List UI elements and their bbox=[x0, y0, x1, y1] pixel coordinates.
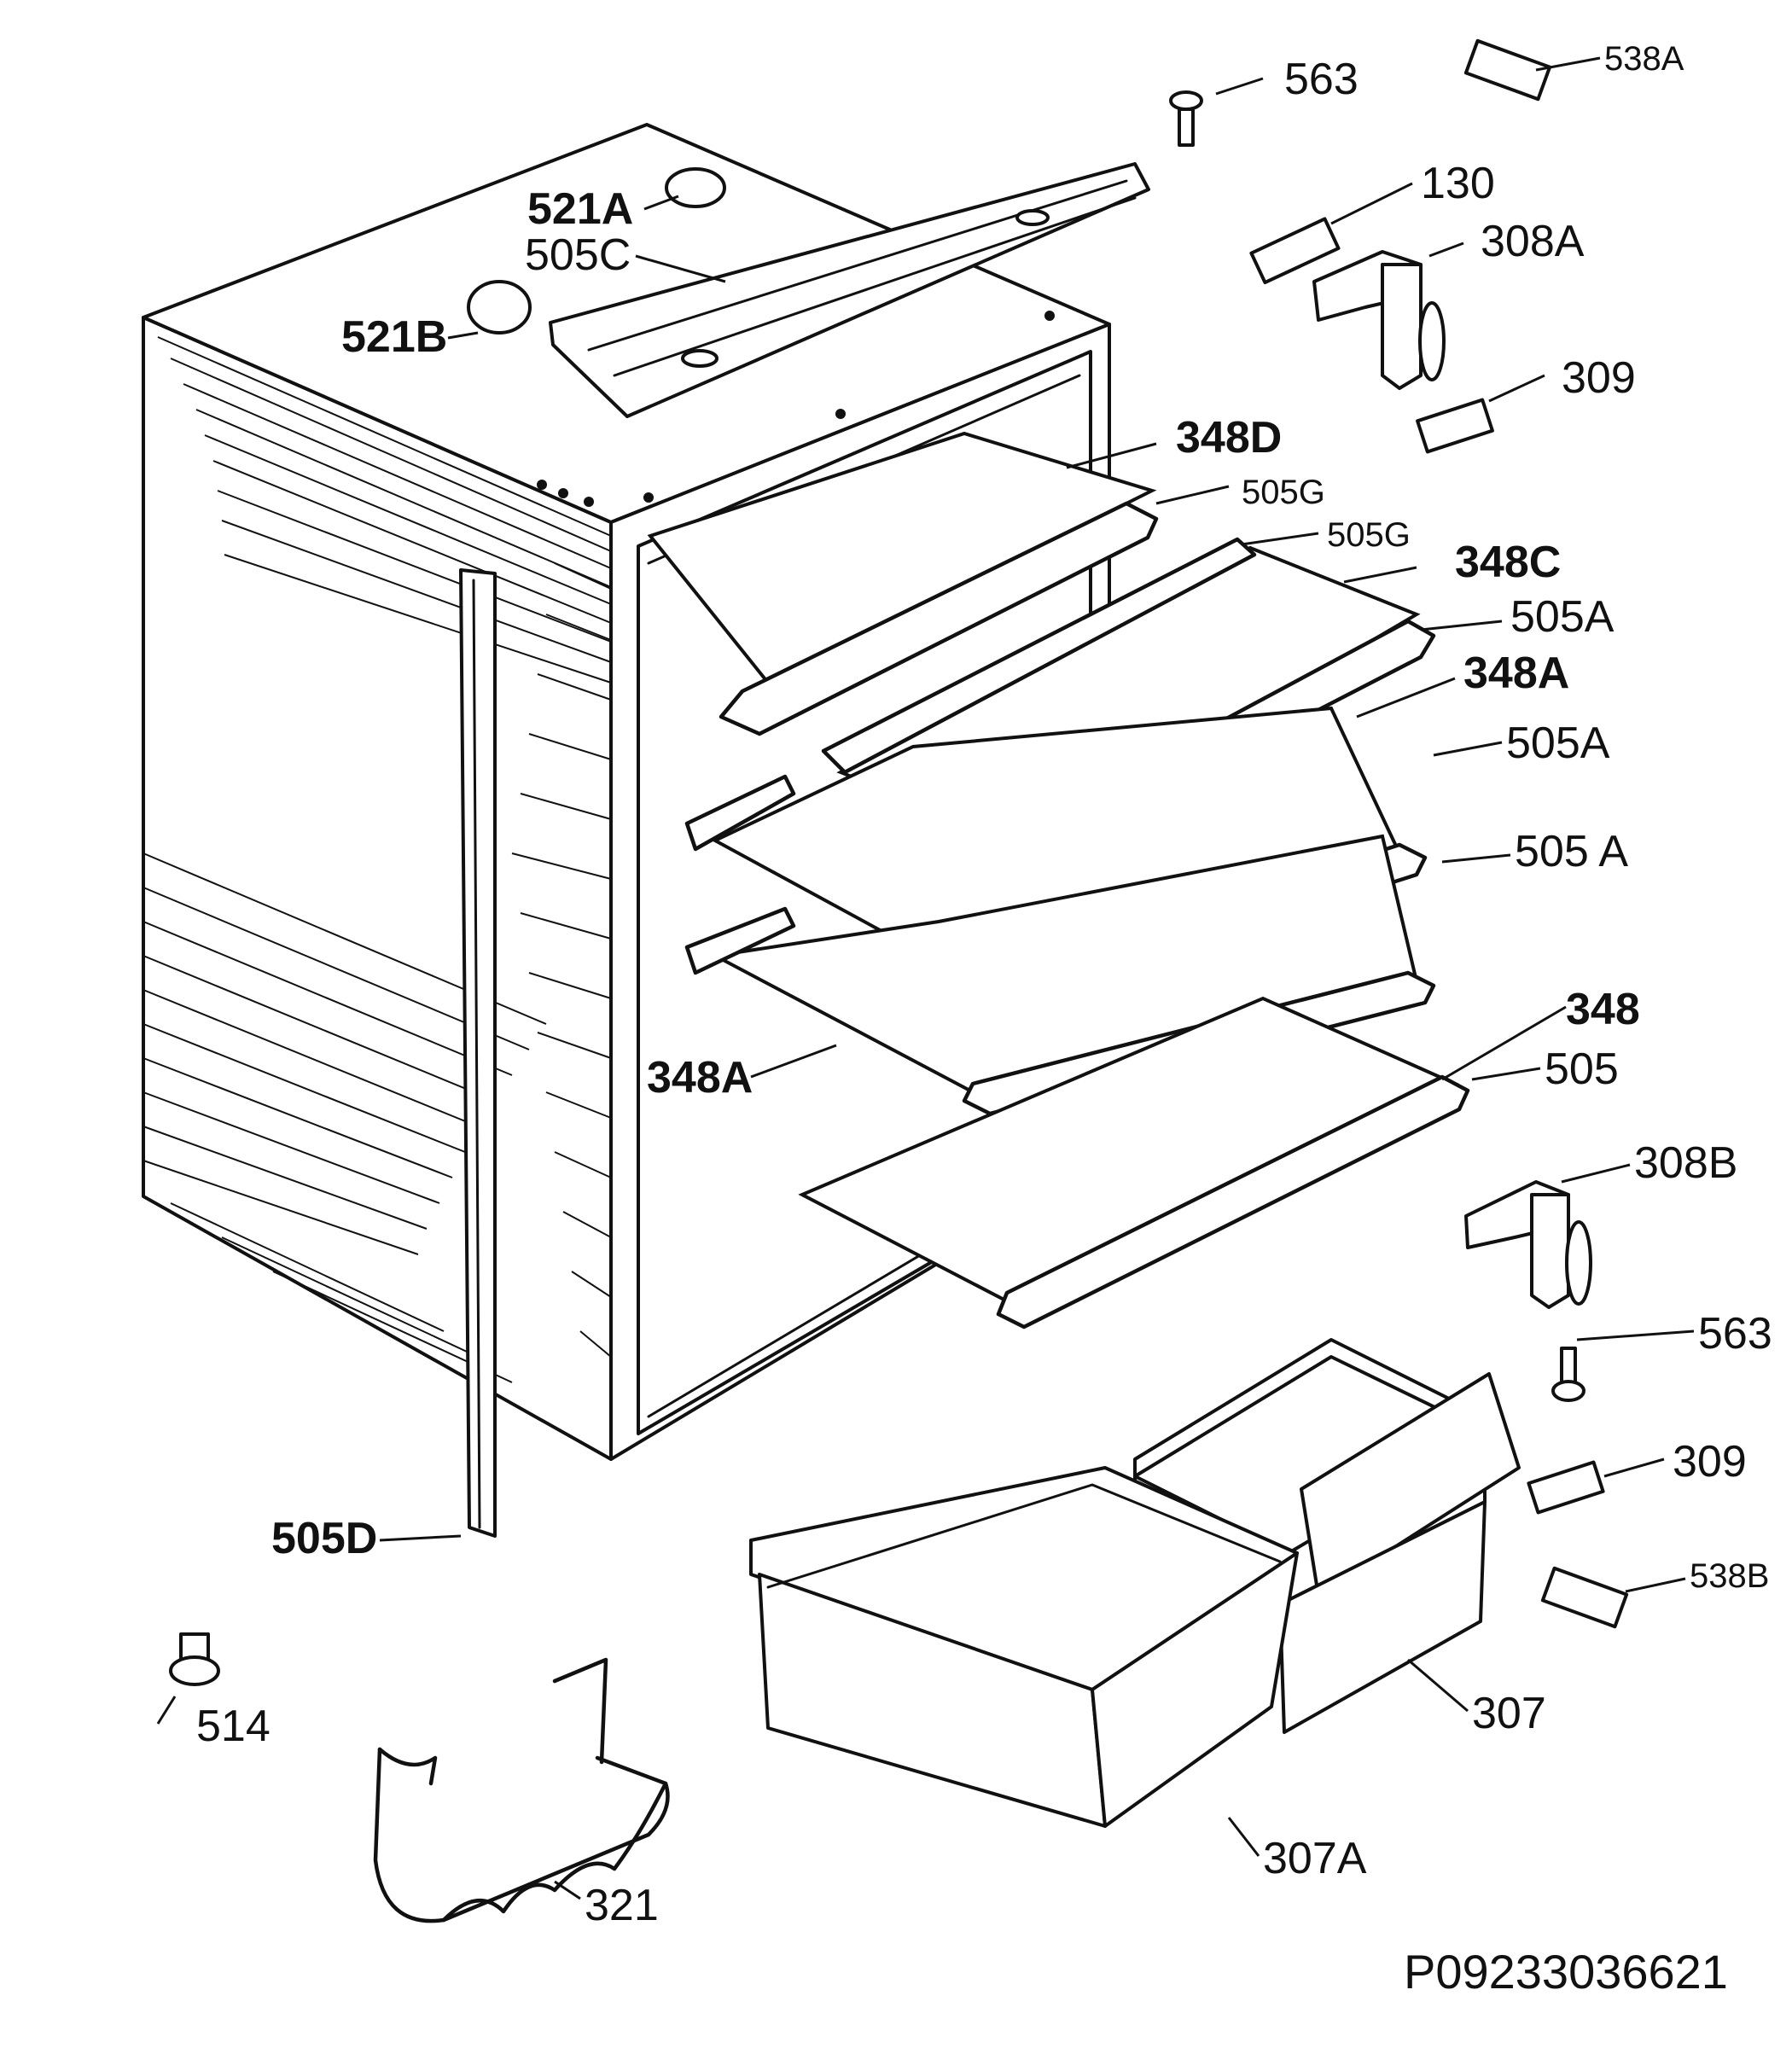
label-348A-1: 348A bbox=[1463, 649, 1569, 698]
foot-514 bbox=[169, 1632, 220, 1686]
label-348D: 348D bbox=[1176, 413, 1282, 463]
label-538A: 538A bbox=[1604, 40, 1684, 78]
hinge-cover-538B bbox=[1540, 1566, 1629, 1629]
label-538B: 538B bbox=[1690, 1557, 1769, 1595]
label-348A-2: 348A bbox=[647, 1053, 753, 1103]
label-514: 514 bbox=[196, 1702, 271, 1751]
top-edge-holes bbox=[537, 311, 1055, 507]
label-309-bottom: 309 bbox=[1673, 1437, 1747, 1487]
top-rail-505C bbox=[549, 162, 1150, 418]
label-505: 505 bbox=[1545, 1044, 1619, 1094]
label-505A-1: 505A bbox=[1510, 592, 1615, 642]
screw-563-top bbox=[1169, 90, 1203, 147]
drawing-code: P09233036621 bbox=[1404, 1945, 1728, 1999]
label-307A: 307A bbox=[1263, 1834, 1367, 1883]
label-308B: 308B bbox=[1634, 1138, 1737, 1188]
bottle-rack-321 bbox=[373, 1657, 670, 1923]
label-348C: 348C bbox=[1455, 538, 1561, 587]
hinge-cover-538A bbox=[1463, 38, 1552, 102]
label-563-top: 563 bbox=[1284, 55, 1359, 104]
cap-521A bbox=[665, 167, 726, 208]
cover-309-top bbox=[1416, 398, 1494, 454]
cap-521B bbox=[467, 280, 532, 335]
part-labels: 563 538A 130 308A 309 521A 505C 521B 348… bbox=[196, 40, 1772, 1999]
label-321: 321 bbox=[585, 1881, 659, 1930]
leader-lines bbox=[156, 56, 1695, 1900]
label-308A: 308A bbox=[1481, 217, 1585, 266]
label-563-bottom: 563 bbox=[1698, 1309, 1772, 1359]
label-307: 307 bbox=[1472, 1689, 1546, 1738]
label-505A-3: 505 A bbox=[1515, 827, 1628, 876]
hinge-308B bbox=[1464, 1180, 1592, 1309]
label-521A: 521A bbox=[527, 184, 633, 234]
label-521B: 521B bbox=[341, 312, 447, 362]
screw-563-bottom bbox=[1551, 1347, 1585, 1402]
label-505G-2: 505G bbox=[1327, 516, 1411, 554]
label-505A-2: 505A bbox=[1506, 719, 1610, 768]
label-505D: 505D bbox=[271, 1514, 377, 1563]
side-panel-hatching bbox=[143, 336, 612, 1383]
label-348: 348 bbox=[1566, 985, 1640, 1034]
label-130: 130 bbox=[1421, 159, 1495, 208]
label-309-top: 309 bbox=[1562, 353, 1636, 403]
cover-309-bottom bbox=[1527, 1460, 1605, 1515]
glass-shelf-348D bbox=[647, 431, 1159, 736]
label-505G-1: 505G bbox=[1242, 474, 1325, 511]
crisper-drawer-307A bbox=[749, 1466, 1299, 1828]
plate-130 bbox=[1249, 217, 1341, 285]
hinge-308A bbox=[1312, 250, 1446, 390]
glass-shelf-348 bbox=[798, 996, 1470, 1329]
label-505C: 505C bbox=[525, 230, 631, 280]
door-seal-strip-505D bbox=[459, 568, 497, 1538]
